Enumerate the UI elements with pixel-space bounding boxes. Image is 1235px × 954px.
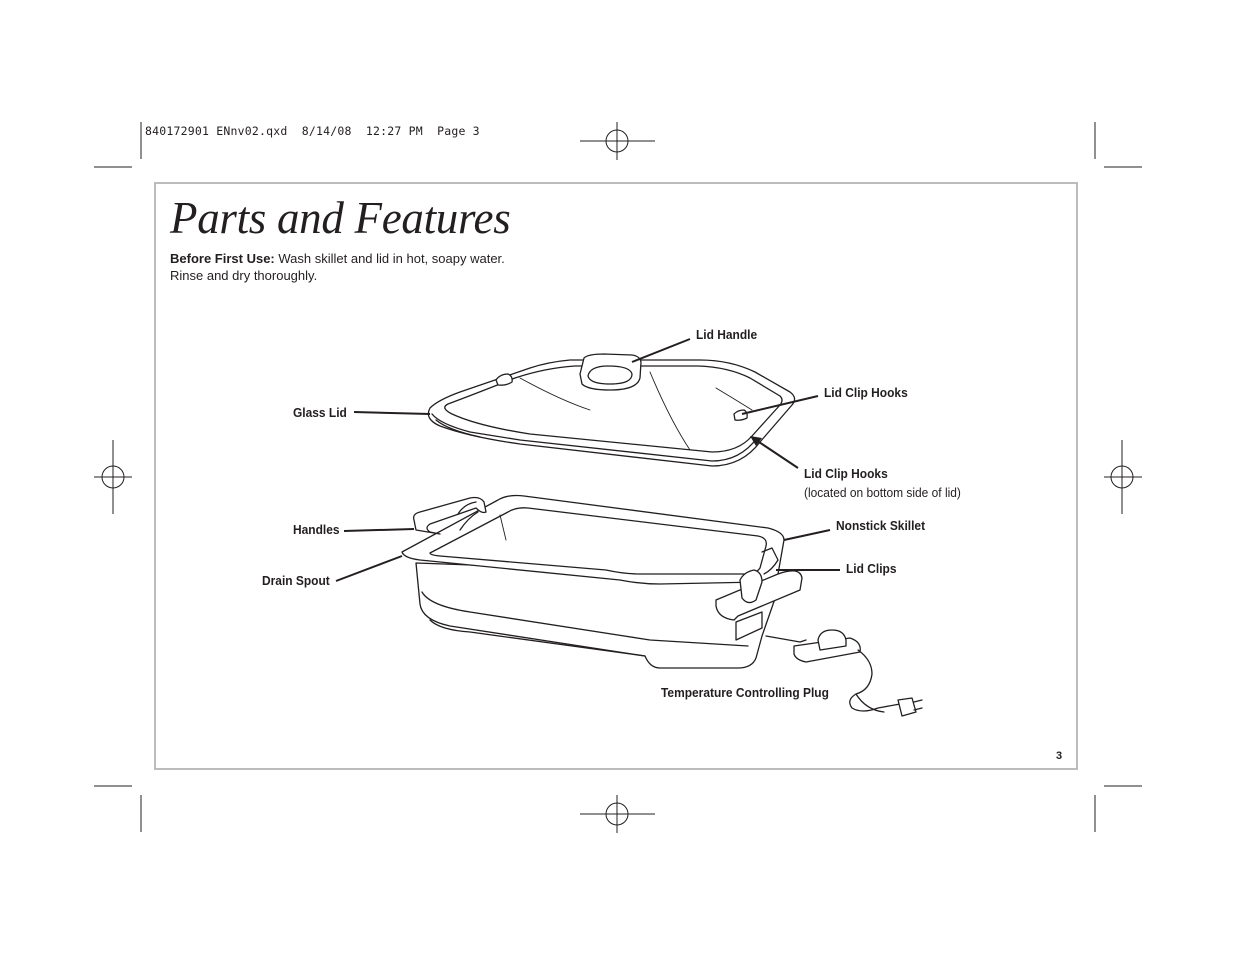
- registration-mark-bottom: [580, 795, 655, 833]
- intro-line2: Rinse and dry thoroughly.: [170, 268, 318, 283]
- leader-drain-spout: [335, 555, 403, 582]
- label-lid-clips: Lid Clips: [846, 561, 897, 576]
- leader-lid-clip-hooks-bottom: [755, 439, 799, 469]
- printer-slug-line: 840172901 ENnv02.qxd 8/14/08 12:27 PM Pa…: [145, 124, 480, 138]
- page-title: Parts and Features: [170, 193, 511, 243]
- label-lid-clip-hooks-note: (located on bottom side of lid): [804, 485, 961, 500]
- registration-mark-top: [580, 122, 655, 160]
- glass-lid-drawing: [427, 353, 796, 467]
- leader-handles: [343, 528, 415, 532]
- skillet-drawing: [401, 494, 923, 717]
- leader-nonstick-skillet: [783, 529, 831, 541]
- arrowhead-lid-clip-hooks: [750, 436, 762, 446]
- leader-lid-handle: [631, 338, 691, 363]
- leader-glass-lid: [353, 411, 431, 415]
- label-handles: Handles: [293, 522, 340, 537]
- page-number: 3: [1056, 750, 1063, 762]
- registration-mark-right: [1104, 440, 1142, 514]
- intro-bold: Before First Use:: [170, 251, 275, 266]
- label-temperature-plug: Temperature Controlling Plug: [661, 685, 829, 700]
- registration-mark-left: [94, 440, 132, 514]
- label-glass-lid: Glass Lid: [293, 405, 347, 420]
- label-drain-spout: Drain Spout: [262, 573, 330, 588]
- label-nonstick-skillet: Nonstick Skillet: [836, 518, 926, 533]
- page-frame: [154, 182, 1078, 770]
- label-lid-clip-hooks-bottom: Lid Clip Hooks: [804, 466, 888, 481]
- label-lid-handle: Lid Handle: [696, 327, 758, 342]
- intro-line1: Wash skillet and lid in hot, soapy water…: [274, 251, 505, 266]
- leader-lid-clip-hooks-top: [741, 395, 819, 415]
- intro-text: Before First Use: Wash skillet and lid i…: [170, 250, 505, 284]
- label-lid-clip-hooks-top: Lid Clip Hooks: [824, 385, 908, 400]
